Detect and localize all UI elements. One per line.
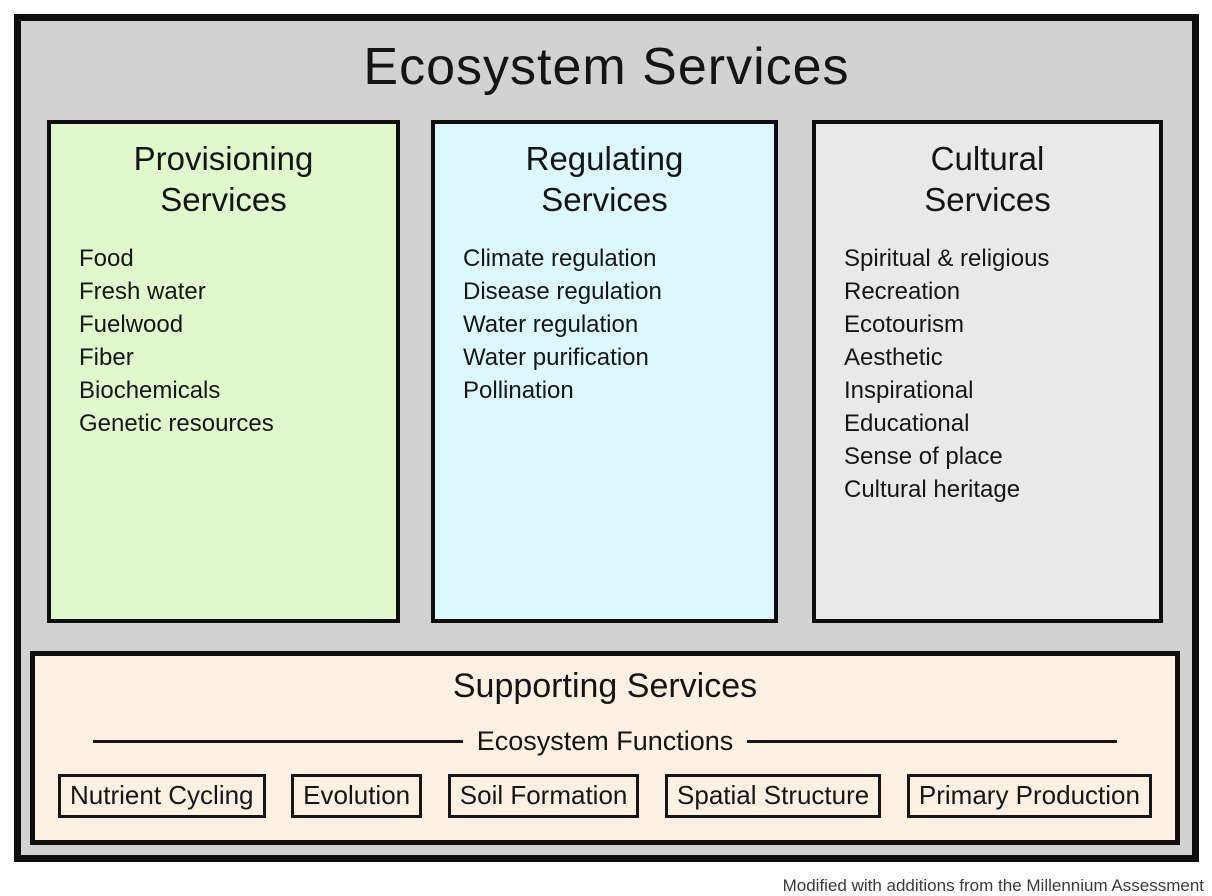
list-item: Recreation [844, 278, 961, 305]
list-item: Inspirational [844, 377, 974, 404]
page-title: Ecosystem Services [363, 38, 850, 96]
ecosystem-functions-row: Nutrient Cycling Evolution Soil Formatio… [35, 774, 1175, 818]
list-item: Fuelwood [79, 311, 184, 338]
heading-line: Regulating [525, 140, 684, 177]
attribution-caption: Modified with additions from the Millenn… [782, 876, 1204, 895]
list-item: Disease regulation [463, 278, 662, 305]
ecosystem-functions-label: Ecosystem Functions [476, 726, 734, 756]
list-item: Water purification [463, 344, 649, 371]
provisioning-services-list: Food Fresh water Fuelwood Fiber Biochemi… [51, 242, 396, 440]
list-item: Fiber [79, 344, 134, 371]
supporting-services-box: Supporting Services Ecosystem Functions … [30, 651, 1180, 845]
heading-line: Services [924, 181, 1051, 218]
function-box: Spatial Structure [665, 774, 882, 818]
function-box: Nutrient Cycling [58, 774, 266, 818]
list-item: Educational [844, 410, 970, 437]
list-item: Food [79, 245, 134, 272]
list-item: Aesthetic [844, 344, 943, 371]
cultural-services-list: Spiritual & religious Recreation Ecotour… [816, 242, 1159, 506]
list-item: Biochemicals [79, 377, 221, 404]
function-box: Soil Formation [447, 774, 640, 818]
list-item: Cultural heritage [844, 476, 1021, 503]
heading-line: Provisioning [133, 140, 314, 177]
ecosystem-functions-divider: Ecosystem Functions [35, 725, 1175, 757]
supporting-services-heading: Supporting Services [452, 667, 758, 705]
function-box: Primary Production [906, 774, 1152, 818]
list-item: Water regulation [463, 311, 639, 338]
list-item: Genetic resources [79, 410, 274, 437]
list-item: Climate regulation [463, 245, 657, 272]
regulating-services-list: Climate regulation Disease regulation Wa… [435, 242, 774, 407]
divider-line-right [747, 739, 1117, 743]
divider-line-left [93, 739, 463, 743]
list-item: Fresh water [79, 278, 206, 305]
heading-line: Services [160, 181, 287, 218]
heading-line: Services [541, 181, 668, 218]
list-item: Spiritual & religious [844, 245, 1050, 272]
list-item: Ecotourism [844, 311, 965, 338]
list-item: Sense of place [844, 443, 1003, 470]
heading-line: Cultural [930, 140, 1045, 177]
list-item: Pollination [463, 377, 574, 404]
function-box: Evolution [291, 774, 423, 818]
